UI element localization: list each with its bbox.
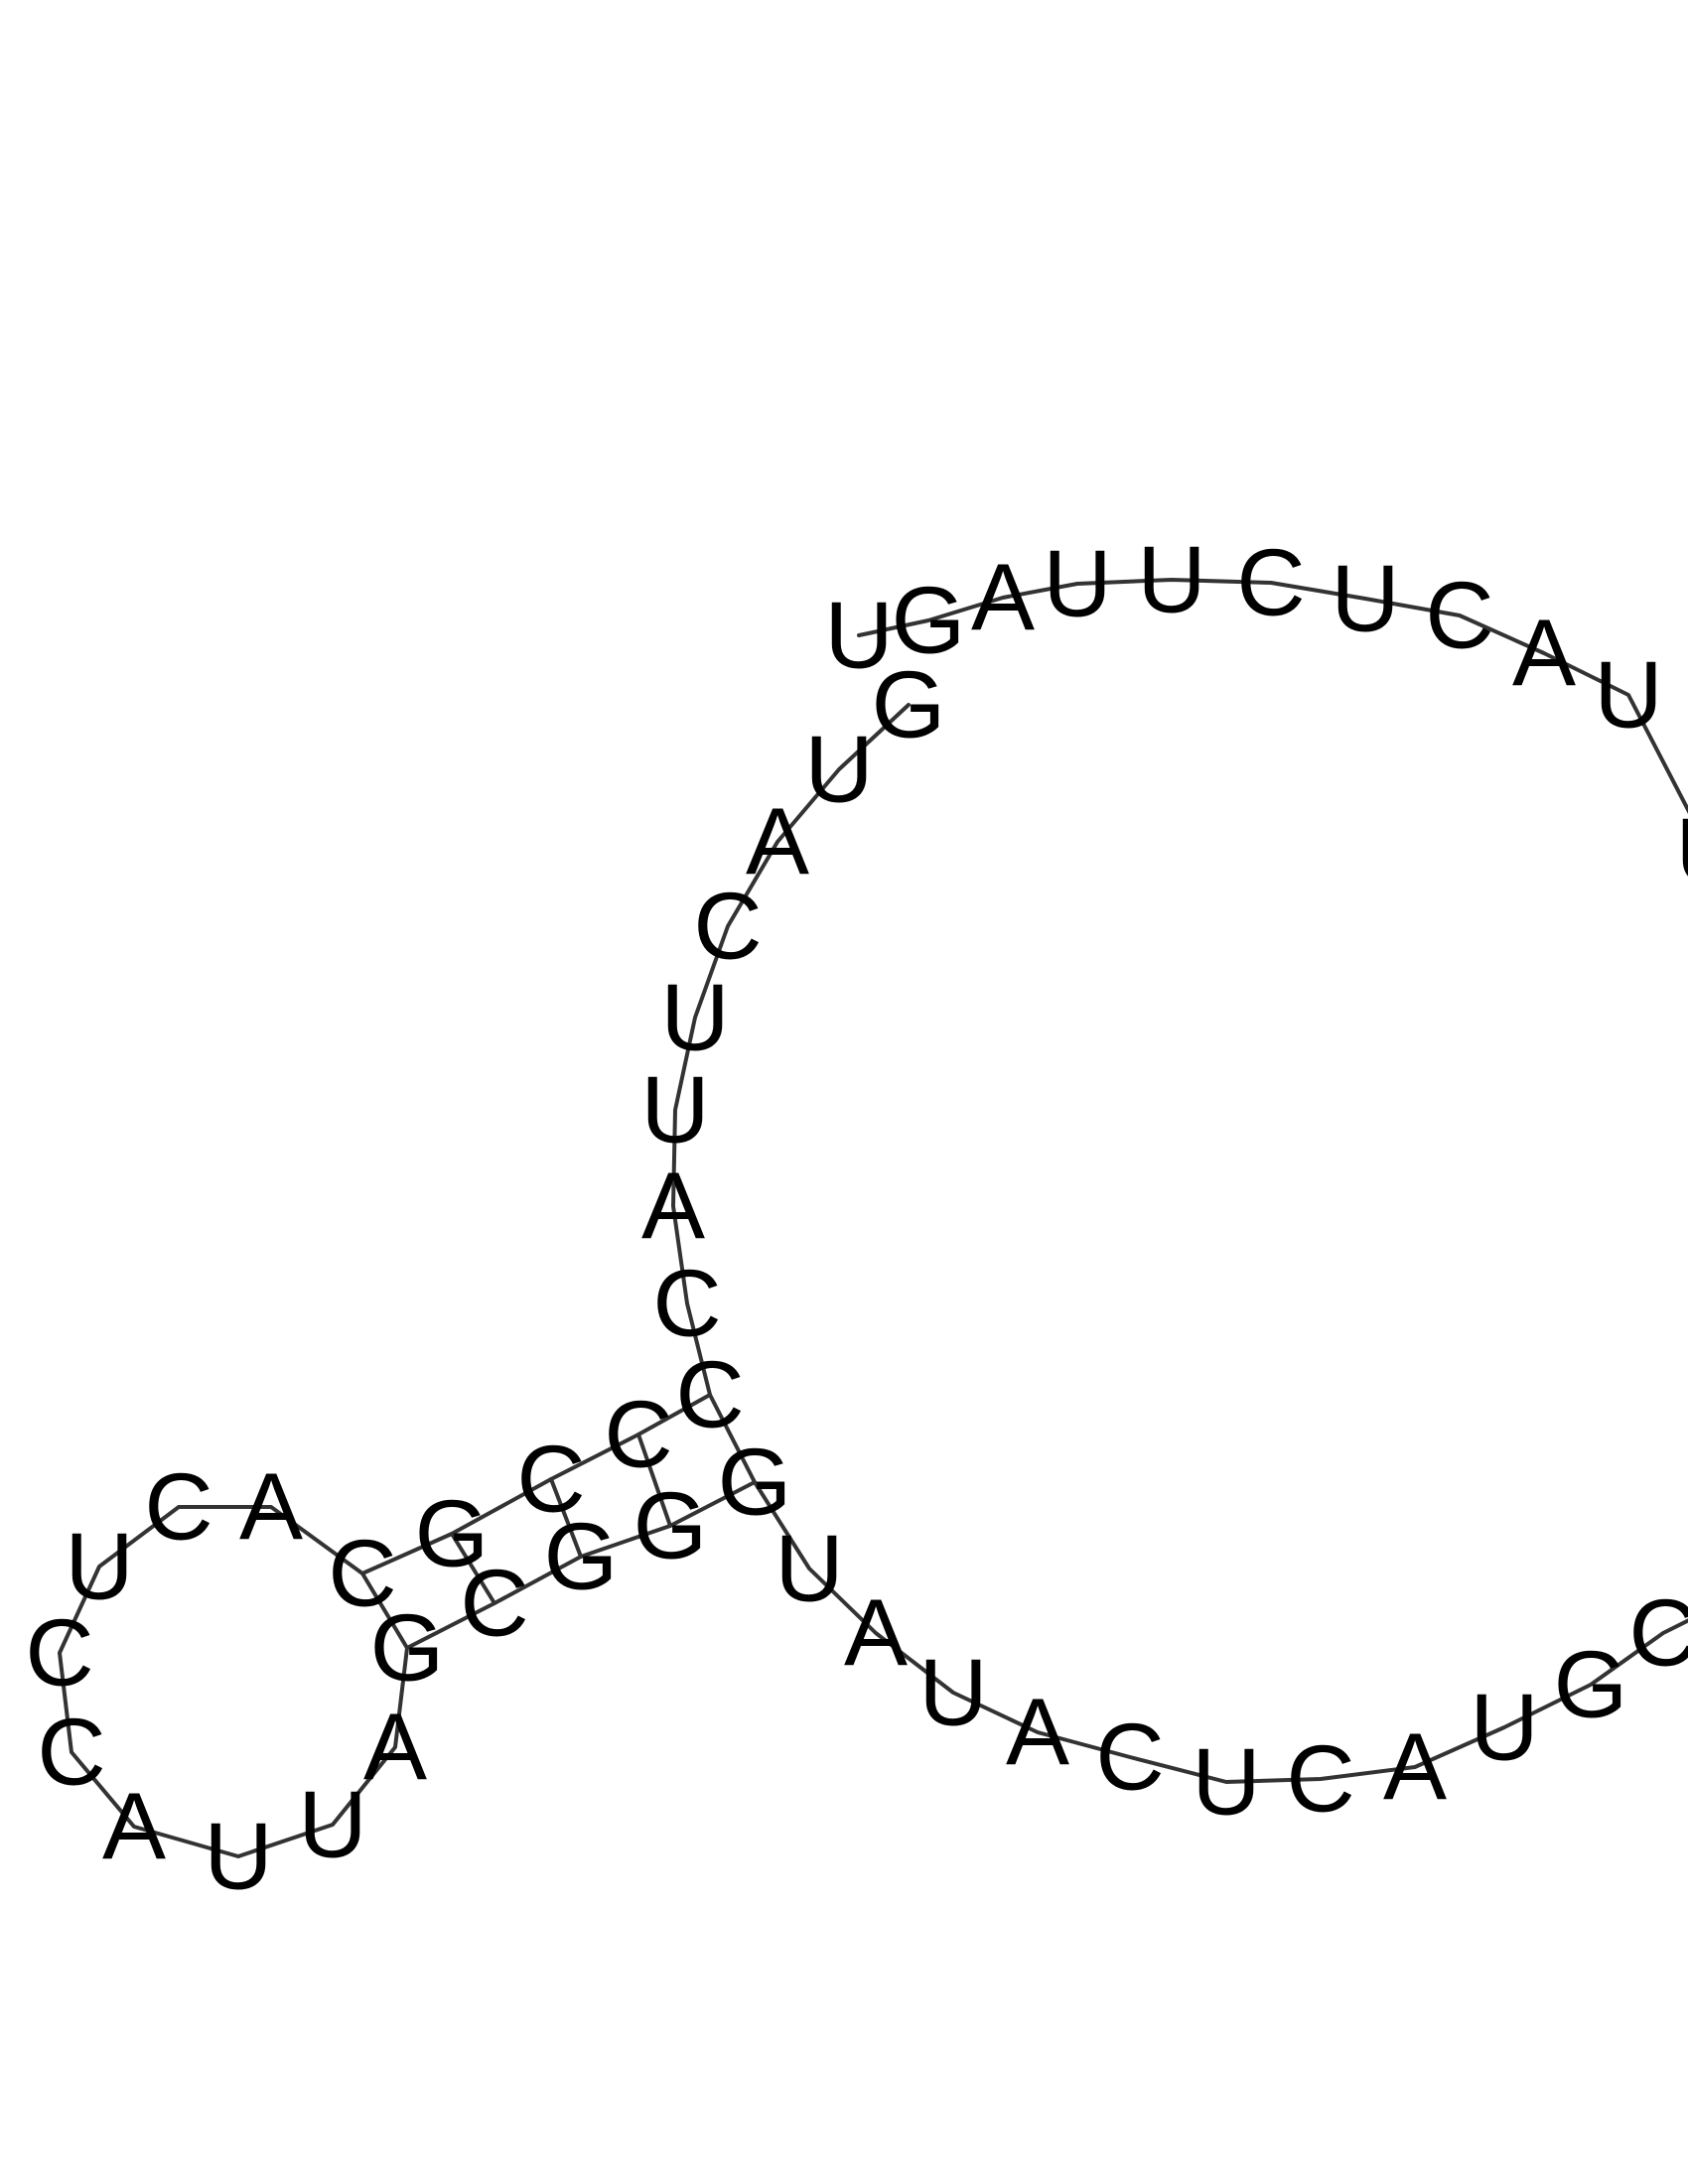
nucleotide: C (144, 1454, 212, 1561)
nucleotide: U (804, 717, 873, 823)
nucleotide: U (1331, 546, 1399, 652)
nucleotide: G (370, 1595, 445, 1702)
nucleotide: U (1594, 642, 1662, 749)
nucleotide: C (1425, 563, 1493, 669)
nucleotide: A (844, 1580, 908, 1687)
nucleotide: U (660, 965, 729, 1071)
nucleotide: G (892, 568, 966, 674)
nucleotide: U (1043, 531, 1111, 637)
nucleotide: G (1554, 1632, 1628, 1738)
base-pair-bond (636, 1433, 672, 1528)
nucleotide: C (460, 1551, 528, 1657)
nucleotide: C (604, 1382, 672, 1488)
nucleotides: GUACUUACCCCGCACUCCAUUAGCGGGUAUACUCAUGCGU… (25, 527, 1688, 1910)
nucleotide: U (640, 1057, 709, 1163)
nucleotide: C (652, 1251, 721, 1357)
nucleotide: U (65, 1514, 133, 1620)
base-pair-bond (360, 1571, 409, 1650)
nucleotide: A (1006, 1680, 1069, 1786)
nucleotide: A (1383, 1714, 1447, 1821)
nucleotide: A (641, 1154, 705, 1260)
nucleotide: G (633, 1473, 708, 1579)
nucleotide: G (872, 652, 946, 758)
nucleotide: C (328, 1521, 396, 1627)
nucleotide: C (1286, 1726, 1354, 1833)
nucleotide: U (918, 1640, 987, 1746)
nucleotide: G (544, 1504, 619, 1610)
nucleotide: U (1470, 1675, 1538, 1781)
nucleotide: U (204, 1804, 272, 1910)
nucleotide: U (1192, 1729, 1260, 1836)
nucleotide: A (971, 545, 1035, 651)
nucleotide: U (1675, 799, 1688, 905)
nucleotide: A (102, 1774, 166, 1880)
nucleotide: C (1236, 530, 1305, 636)
nucleotide: G (718, 1430, 792, 1536)
nucleotide: C (1628, 1580, 1688, 1687)
nucleotide: C (675, 1342, 744, 1448)
backbone (58, 578, 1688, 1858)
base-pair-bonds (360, 1393, 757, 1650)
base-pair-bond (450, 1532, 496, 1605)
nucleotide: U (298, 1772, 366, 1878)
nucleotide: C (693, 874, 762, 980)
nucleotide: G (415, 1481, 490, 1587)
nucleotide: A (239, 1454, 303, 1561)
nucleotide: A (1512, 601, 1576, 707)
nucleotide: A (363, 1695, 427, 1801)
nucleotide: C (25, 1600, 93, 1706)
nucleotide: A (746, 789, 809, 895)
nucleotide: U (824, 583, 893, 689)
nucleotide: C (1095, 1705, 1164, 1811)
nucleotide: U (1137, 527, 1205, 633)
base-pair-bond (549, 1477, 583, 1559)
nucleotide: C (37, 1700, 105, 1806)
nucleotide: U (774, 1516, 843, 1622)
base-pair-bond (708, 1393, 757, 1484)
nucleotide: C (516, 1427, 585, 1533)
